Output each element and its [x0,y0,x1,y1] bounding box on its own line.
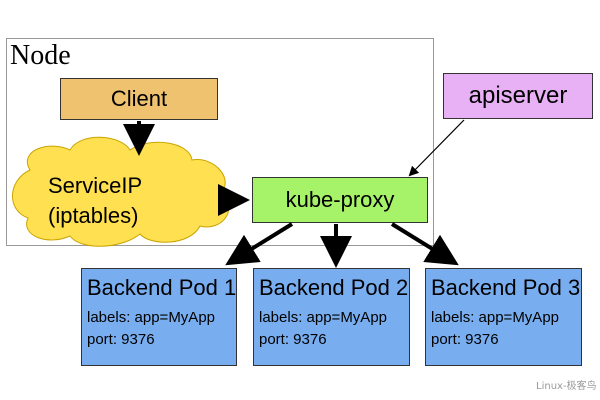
pod-title: Backend Pod 3 [431,275,581,300]
apiserver-label: apiserver [468,82,568,109]
apiserver-box: apiserver [443,73,593,119]
pod-title: Backend Pod 1 [87,275,237,300]
pod-port: port: 9376 [431,331,499,348]
pod-labels: labels: app=MyApp [259,309,387,326]
client-label: Client [110,86,168,111]
watermark-text: Linux-极客鸟 [536,381,597,392]
client-box: Client [60,78,218,120]
backend-pod-3: Backend Pod 3 labels: app=MyApp port: 93… [425,268,582,366]
pod-port: port: 9376 [259,331,327,348]
cloud-shape [12,136,230,247]
pod-port: port: 9376 [87,331,155,348]
service-ip-label: ServiceIP [48,173,143,198]
pod-labels: labels: app=MyApp [431,309,559,326]
pod-title: Backend Pod 2 [259,275,409,300]
kube-proxy-box: kube-proxy [252,177,428,223]
kube-proxy-label: kube-proxy [285,187,395,212]
node-label: Node [10,40,71,71]
iptables-label: (iptables) [48,203,139,228]
backend-pod-1: Backend Pod 1 labels: app=MyApp port: 93… [81,268,237,366]
pod-labels: labels: app=MyApp [87,309,215,326]
backend-pod-2: Backend Pod 2 labels: app=MyApp port: 93… [253,268,410,366]
